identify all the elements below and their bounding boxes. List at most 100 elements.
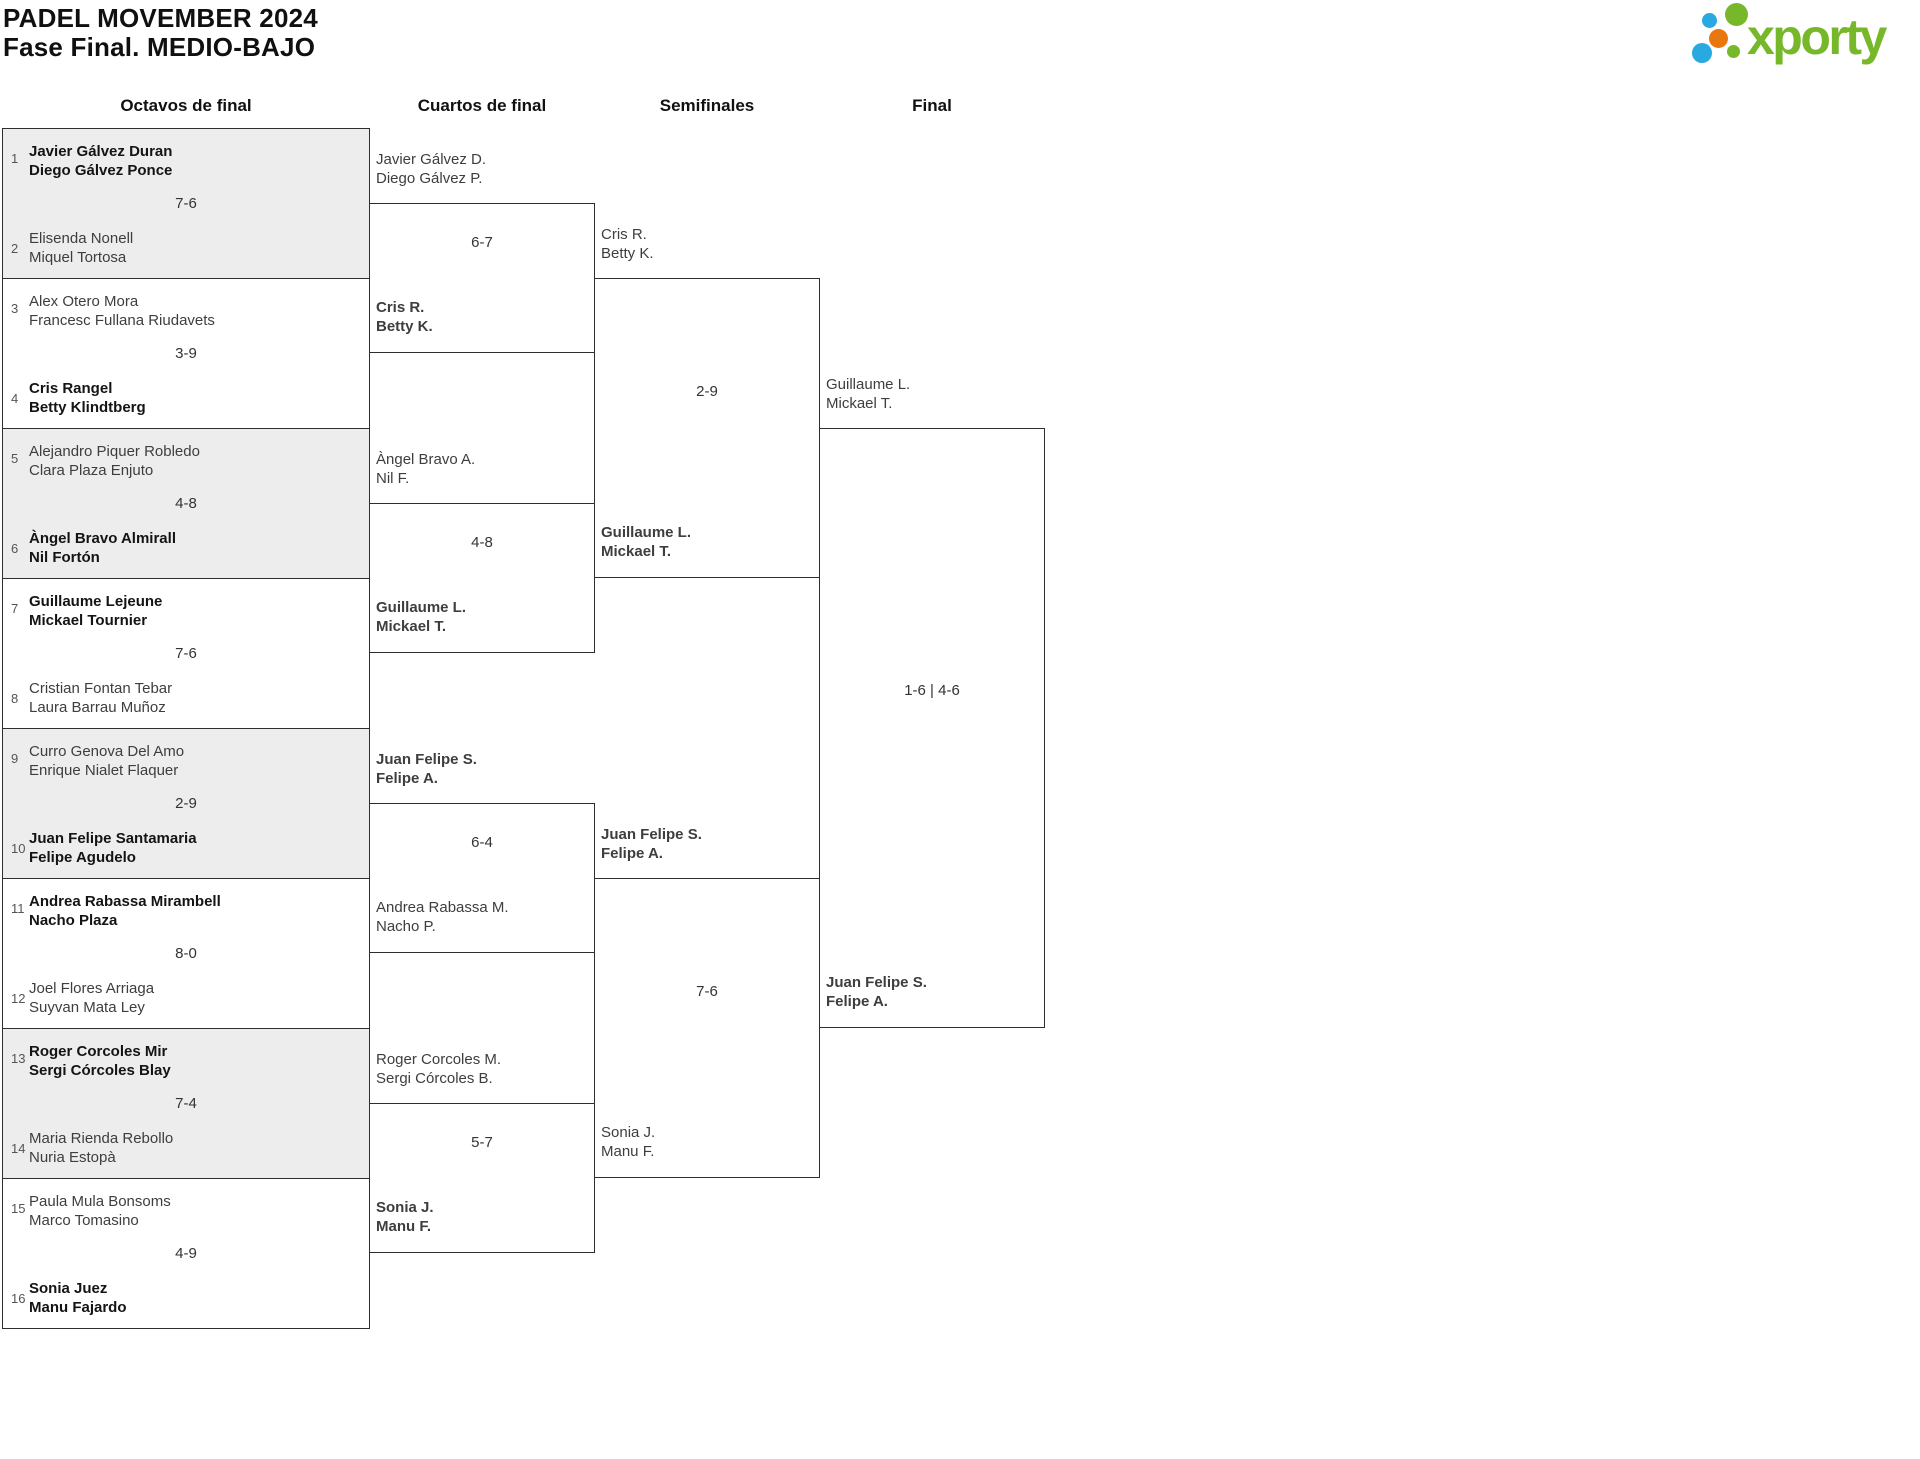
- team-top: Paula Mula Bonsoms Marco Tomasino: [29, 1192, 171, 1230]
- final-match: Guillaume L. Mickael T. 1-6 | 4-6 Juan F…: [819, 376, 1045, 1028]
- team-top: Guillaume L. Mickael T.: [826, 375, 910, 413]
- match-score: 1-6 | 4-6: [904, 682, 960, 699]
- team-top: Alex Otero Mora Francesc Fullana Riudave…: [29, 292, 215, 330]
- team-top: Juan Felipe S. Felipe A.: [376, 750, 477, 788]
- sf-match-1: Cris R. Betty K. 2-9 Guillaume L. Mickae…: [594, 226, 820, 578]
- logo-dot-icon: [1702, 13, 1717, 28]
- round-header-octavos: Octavos de final: [120, 96, 252, 115]
- player-name: Juan Felipe S.: [601, 826, 702, 843]
- player-name: Juan Felipe S.: [376, 751, 477, 768]
- qf-match-4: Roger Corcoles M. Sergi Córcoles B. 5-7 …: [369, 1051, 595, 1253]
- player-name: Mickael Tournier: [29, 612, 148, 629]
- seed-number: 6: [11, 541, 19, 556]
- player-name: Felipe A.: [826, 993, 888, 1010]
- player-name: Roger Corcoles M.: [376, 1051, 502, 1068]
- player-name: Alex Otero Mora: [29, 293, 139, 310]
- team-top: Andrea Rabassa Mirambell Nacho Plaza: [29, 892, 221, 930]
- player-name: Manu F.: [376, 1218, 431, 1235]
- player-name: Laura Barrau Muñoz: [29, 699, 166, 716]
- player-name: Nacho P.: [376, 918, 436, 935]
- player-name: Elisenda Nonell: [29, 230, 134, 247]
- team-bottom champion: Juan Felipe S. Felipe A.: [826, 973, 927, 1011]
- player-name: Cristian Fontan Tebar: [29, 680, 173, 697]
- team-bottom: Cris Rangel Betty Klindtberg: [29, 379, 146, 417]
- team-bottom: Joel Flores Arriaga Suyvan Mata Ley: [29, 979, 154, 1017]
- team-bottom: Cristian Fontan Tebar Laura Barrau Muñoz: [29, 679, 172, 717]
- team-bottom: Àngel Bravo Almirall Nil Fortón: [29, 529, 176, 567]
- seed-number: 14: [11, 1141, 26, 1156]
- match-score: 5-7: [471, 1134, 493, 1151]
- player-name: Diego Gálvez P.: [376, 170, 483, 187]
- qf-match-1: Javier Gálvez D. Diego Gálvez P. 6-7 Cri…: [369, 151, 595, 353]
- seed-number: 8: [11, 691, 19, 706]
- player-name: Betty K.: [601, 245, 654, 262]
- player-name: Andrea Rabassa Mirambell: [29, 893, 221, 910]
- player-name: Felipe Agudelo: [29, 849, 136, 866]
- seed-number: 11: [11, 901, 25, 916]
- player-name: Nuria Estopà: [29, 1149, 116, 1166]
- team-bottom: Sonia J. Manu F.: [376, 1198, 434, 1236]
- player-name: Sergi Córcoles Blay: [29, 1062, 171, 1079]
- r16-match-7: 13 Roger Corcoles Mir Sergi Córcoles Bla…: [2, 1028, 370, 1179]
- player-name: Alejandro Piquer Robledo: [29, 443, 200, 460]
- match-score: 6-7: [471, 234, 493, 251]
- team-top: Roger Corcoles M. Sergi Córcoles B.: [376, 1050, 501, 1088]
- xporty-logo[interactable]: xporty: [1690, 0, 1920, 70]
- player-name: Cris R.: [601, 226, 647, 243]
- player-name: Joel Flores Arriaga: [29, 980, 155, 997]
- seed-number: 9: [11, 751, 19, 766]
- player-name: Guillaume L.: [826, 376, 911, 393]
- team-bottom: Elisenda Nonell Miquel Tortosa: [29, 229, 133, 267]
- r16-match-1: 1 Javier Gálvez Duran Diego Gálvez Ponce…: [2, 128, 370, 279]
- team-top: Javier Gálvez Duran Diego Gálvez Ponce: [29, 142, 172, 180]
- player-name: Javier Gálvez Duran: [29, 143, 173, 160]
- team-bottom: Andrea Rabassa M. Nacho P.: [376, 898, 509, 936]
- player-name: Andrea Rabassa M.: [376, 899, 509, 916]
- player-name: Javier Gálvez D.: [376, 151, 487, 168]
- r16-match-4: 7 Guillaume Lejeune Mickael Tournier 7-6…: [2, 578, 370, 729]
- team-top: Alejandro Piquer Robledo Clara Plaza Enj…: [29, 442, 200, 480]
- player-name: Maria Rienda Rebollo: [29, 1130, 174, 1147]
- match-score: 2-9: [175, 794, 197, 812]
- match-score: 7-6: [175, 194, 197, 212]
- player-name: Francesc Fullana Riudavets: [29, 312, 215, 329]
- player-name: Clara Plaza Enjuto: [29, 462, 154, 479]
- seed-number: 1: [11, 151, 19, 166]
- player-name: Enrique Nialet Flaquer: [29, 762, 179, 779]
- seed-number: 2: [11, 241, 19, 256]
- seed-number: 10: [11, 841, 26, 856]
- player-name: Roger Corcoles Mir: [29, 1043, 168, 1060]
- team-top: Juan Felipe S. Felipe A.: [601, 825, 702, 863]
- player-name: Manu F.: [601, 1143, 655, 1160]
- logo-wordmark: xporty: [1747, 9, 1887, 65]
- seed-number: 7: [11, 601, 19, 616]
- match-score: 7-6: [696, 983, 718, 1000]
- tournament-name: PADEL MOVEMBER 2024: [3, 3, 318, 33]
- player-name: Nacho Plaza: [29, 912, 118, 929]
- match-score: 7-4: [175, 1094, 197, 1112]
- seed-number: 3: [11, 301, 19, 316]
- page-title: PADEL MOVEMBER 2024 Fase Final. MEDIO-BA…: [3, 4, 318, 62]
- player-name: Cris R.: [376, 299, 425, 316]
- player-name: Marco Tomasino: [29, 1212, 139, 1229]
- player-name: Miquel Tortosa: [29, 249, 127, 266]
- logo-dot-icon: [1692, 43, 1712, 63]
- seed-number: 15: [11, 1201, 26, 1216]
- player-name: Betty K.: [376, 318, 433, 335]
- team-bottom: Maria Rienda Rebollo Nuria Estopà: [29, 1129, 173, 1167]
- seed-number: 12: [11, 991, 26, 1006]
- player-name: Mickael T.: [601, 543, 672, 560]
- seed-number: 5: [11, 451, 19, 466]
- team-bottom: Cris R. Betty K.: [376, 298, 433, 336]
- player-name: Mickael T.: [826, 395, 893, 412]
- player-name: Betty Klindtberg: [29, 399, 146, 416]
- match-score: 3-9: [175, 344, 197, 362]
- team-bottom: Guillaume L. Mickael T.: [601, 523, 691, 561]
- player-name: Sergi Córcoles B.: [376, 1070, 493, 1087]
- player-name: Guillaume Lejeune: [29, 593, 163, 610]
- round-header-final: Final: [912, 96, 952, 115]
- match-score: 7-6: [175, 644, 197, 662]
- player-name: Diego Gálvez Ponce: [29, 162, 173, 179]
- team-bottom: Juan Felipe Santamaria Felipe Agudelo: [29, 829, 197, 867]
